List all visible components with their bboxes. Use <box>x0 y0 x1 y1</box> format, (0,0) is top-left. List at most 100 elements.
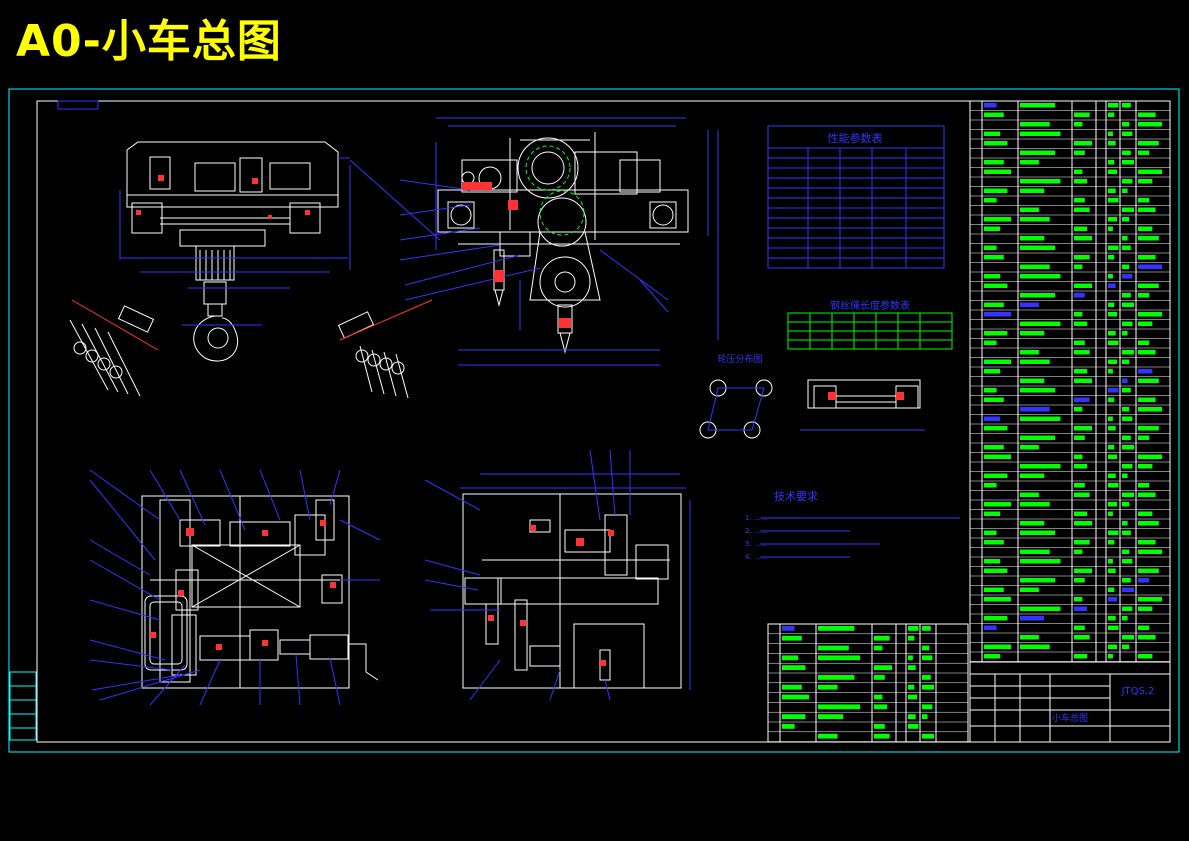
plan-view-right-dimensions <box>424 449 691 701</box>
table-cell-text <box>1138 169 1162 174</box>
table-cell-text <box>1108 103 1119 108</box>
table-cell-text <box>984 426 1008 431</box>
table-cell-text <box>1020 350 1039 355</box>
table-cell-text <box>1122 587 1134 592</box>
table-cell-text <box>984 445 1004 450</box>
table-cell-text <box>1074 293 1085 298</box>
side-elevation-dimensions <box>119 157 351 326</box>
table-cell-text <box>1138 397 1156 402</box>
table-cell-text <box>1108 226 1113 231</box>
table-cell-text <box>1138 226 1153 231</box>
table-cell-text <box>1108 568 1116 573</box>
table-cell-text <box>984 397 1004 402</box>
table-cell-text <box>908 694 918 700</box>
table-cell-text <box>1074 350 1090 355</box>
table-cell-text <box>1122 160 1134 165</box>
table-cell-text <box>984 597 1011 602</box>
table-cell-text <box>1074 312 1083 317</box>
table-cell-text <box>1020 378 1045 383</box>
table-cell-text <box>1074 112 1090 117</box>
table-cell-text <box>1138 207 1156 212</box>
table-cell-text <box>874 675 885 680</box>
table-cell-text <box>1138 198 1150 203</box>
table-cell-text <box>984 245 997 250</box>
table-cell-text <box>1122 492 1134 497</box>
table-cell-text <box>1074 378 1092 383</box>
table-cell-text <box>1138 435 1150 440</box>
table-cell-text <box>984 644 1011 649</box>
table-cell-text <box>1122 549 1130 554</box>
table-cell-text <box>1074 236 1092 241</box>
table-cell-text <box>818 626 855 631</box>
table-cell-text <box>874 635 890 641</box>
table-cell-text <box>1122 179 1133 184</box>
table-cell-text <box>1122 217 1130 222</box>
table-cell-text <box>1122 530 1131 535</box>
table-cell-text <box>1108 359 1118 364</box>
table-cell-text <box>1138 407 1162 412</box>
table-cell-text <box>908 655 913 661</box>
table-cell-text <box>922 645 930 651</box>
table-cell-text <box>1108 511 1113 516</box>
table-cell-text <box>1108 245 1119 250</box>
table-cell-text <box>1074 169 1083 174</box>
technical-requirement-item: 3. …… <box>745 540 768 548</box>
side-elevation-view <box>126 141 339 362</box>
table-cell-text <box>782 724 795 729</box>
side-elevation-highlights <box>136 175 310 219</box>
reeving-left-axis <box>71 299 159 351</box>
table-cell-text <box>984 483 997 488</box>
table-cell-text <box>1138 264 1162 269</box>
table-cell-text <box>1020 321 1061 326</box>
table-cell-text <box>922 733 934 739</box>
table-cell-text <box>984 274 1001 279</box>
table-cell-text <box>1074 540 1090 545</box>
table-cell-text <box>1122 616 1128 621</box>
table-cell-text <box>1074 654 1088 659</box>
table-cell-text <box>1020 635 1039 640</box>
table-cell-text <box>1074 264 1083 269</box>
table-cell-text <box>1020 188 1045 193</box>
table-cell-text <box>1108 445 1115 450</box>
table-cell-text <box>1020 131 1061 136</box>
table-cell-text <box>1020 302 1039 307</box>
wheel-pressure-diagram: 轮压分布图 <box>699 353 925 439</box>
table-cell-text <box>1138 150 1150 155</box>
table-cell-text <box>1122 150 1131 155</box>
table-cell-text <box>1122 188 1128 193</box>
table-cell-text <box>1138 141 1159 146</box>
table-cell-text <box>908 626 919 631</box>
table-cell-text <box>782 684 802 690</box>
front-elevation-highlights <box>462 145 585 328</box>
table-cell-text <box>908 714 916 719</box>
parameter-table-heading: 性能参数表 <box>828 131 883 145</box>
table-cell-text <box>1074 255 1090 260</box>
table-cell-text <box>1108 530 1119 535</box>
lower-bom-table <box>767 623 969 743</box>
table-cell-text <box>984 473 1008 478</box>
table-cell-text <box>1108 388 1119 393</box>
table-cell-text <box>1020 103 1056 108</box>
table-cell-text <box>1108 644 1118 649</box>
table-cell-text <box>1138 492 1156 497</box>
title-block <box>969 661 1171 743</box>
table-cell-text <box>1074 141 1092 146</box>
table-cell-text <box>922 675 931 680</box>
table-cell-text <box>1074 492 1090 497</box>
table-cell-text <box>1020 179 1061 184</box>
table-cell-text <box>1020 416 1061 421</box>
table-cell-text <box>1108 131 1113 136</box>
table-cell-text <box>1074 521 1092 526</box>
table-cell-text <box>984 568 1008 573</box>
table-cell-text <box>1122 359 1130 364</box>
table-cell-text <box>1074 407 1083 412</box>
outer-border <box>8 88 1180 753</box>
table-cell-text <box>1020 407 1050 412</box>
plan-view-right-highlights <box>488 525 614 666</box>
table-cell-text <box>984 302 1004 307</box>
table-cell-text <box>1122 207 1134 212</box>
table-cell-text <box>1108 312 1118 317</box>
table-cell-text <box>1020 578 1056 583</box>
table-cell-text <box>1108 217 1118 222</box>
table-cell-text <box>1122 521 1128 526</box>
